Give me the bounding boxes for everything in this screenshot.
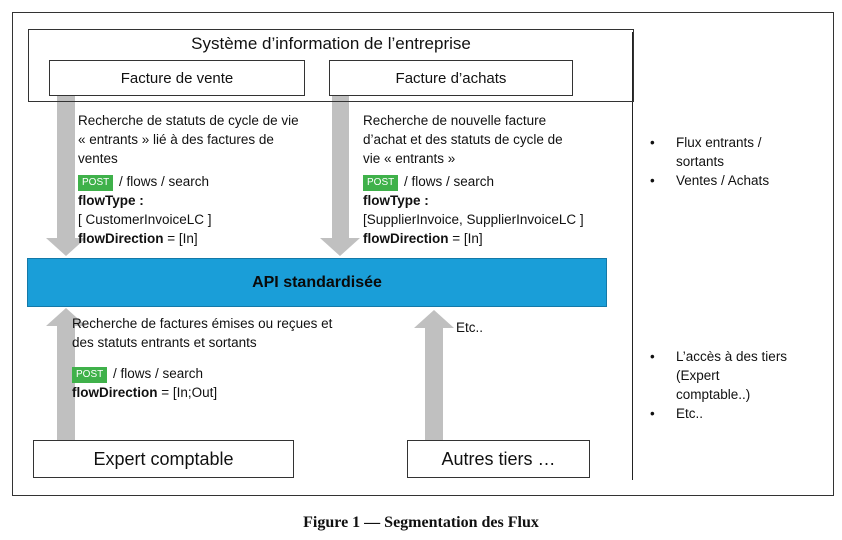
vertical-divider: [632, 32, 633, 480]
bullet-icon: •: [650, 349, 655, 364]
flowtype-key: flowType :: [78, 193, 144, 208]
flowdirection-value: = [In]: [448, 231, 483, 246]
side-top-item-2: Ventes / Achats: [676, 173, 770, 188]
right-top-annotation: Recherche de nouvelle facture d’achat et…: [363, 111, 625, 248]
left-bottom-endpoint: POST / flows / search: [72, 364, 372, 383]
right-bottom-etc: Etc..: [456, 320, 484, 335]
figure-caption: Figure 1 — Segmentation des Flux: [303, 514, 539, 531]
arrow-down-left: [46, 96, 86, 256]
system-title: Système d’information de l’entreprise: [191, 34, 471, 53]
side-notes-bottom: • L’accès à des tiers (Expert comptable..…: [650, 347, 820, 423]
side-bottom-item-2: Etc..: [676, 406, 704, 421]
flowdirection-value: = [In]: [163, 231, 198, 246]
flowdirection-key: flowDirection: [72, 385, 158, 400]
bullet-icon: •: [650, 406, 655, 421]
endpoint-path: / flows / search: [109, 366, 204, 381]
left-top-desc-2: « entrants » lié à des factures de: [78, 132, 274, 147]
side-bottom-item-1c: comptable..): [676, 387, 751, 402]
outer-frame: [12, 12, 834, 496]
left-bottom-desc-1: Recherche de factures émises ou reçues e…: [72, 316, 333, 331]
bullet-icon: •: [650, 135, 655, 150]
side-notes-top: • Flux entrants / sortants • Ventes / Acha…: [650, 133, 820, 190]
bullet-icon: •: [650, 173, 655, 188]
arrow-down-right: [320, 96, 360, 256]
flowtype-value: [SupplierInvoice, SupplierInvoiceLC ]: [363, 212, 584, 227]
flowtype-key: flowType :: [363, 193, 429, 208]
flowdirection-key: flowDirection: [363, 231, 449, 246]
arrow-up-right: [414, 310, 454, 440]
left-top-desc-1: Recherche de statuts de cycle de vie: [78, 113, 299, 128]
purchase-invoice-box: Facture d’achats: [329, 60, 573, 96]
flowdirection-key: flowDirection: [78, 231, 164, 246]
right-top-endpoint: POST / flows / search: [363, 172, 625, 191]
post-badge: POST: [72, 367, 108, 383]
post-badge: POST: [78, 175, 114, 191]
side-top-item-1b: sortants: [676, 154, 725, 169]
side-bottom-item-1b: (Expert: [676, 368, 720, 383]
left-top-annotation: Recherche de statuts de cycle de vie « e…: [78, 111, 328, 248]
api-bar: API standardisée: [27, 258, 607, 307]
side-top-item-1: Flux entrants /: [676, 135, 762, 150]
right-top-desc-2: d’achat et des statuts de cycle de: [363, 132, 563, 147]
autres-tiers-box: Autres tiers …: [407, 440, 590, 478]
sales-invoice-box: Facture de vente: [49, 60, 305, 96]
post-badge: POST: [363, 175, 399, 191]
arrow-up-left: [46, 308, 86, 440]
expert-comptable-box: Expert comptable: [33, 440, 294, 478]
system-box: [28, 29, 634, 102]
side-bottom-item-1: L’accès à des tiers: [676, 349, 788, 364]
flowdirection-value: = [In;Out]: [157, 385, 218, 400]
right-top-desc-1: Recherche de nouvelle facture: [363, 113, 547, 128]
left-bottom-desc-2: des statuts entrants et sortants: [72, 335, 257, 350]
flowtype-value: [ CustomerInvoiceLC ]: [78, 212, 212, 227]
left-top-desc-3: ventes: [78, 151, 118, 166]
endpoint-path: / flows / search: [115, 174, 210, 189]
left-top-endpoint: POST / flows / search: [78, 172, 328, 191]
endpoint-path: / flows / search: [400, 174, 495, 189]
left-bottom-annotation: Recherche de factures émises ou reçues e…: [72, 314, 372, 402]
right-top-desc-3: vie « entrants »: [363, 151, 456, 166]
